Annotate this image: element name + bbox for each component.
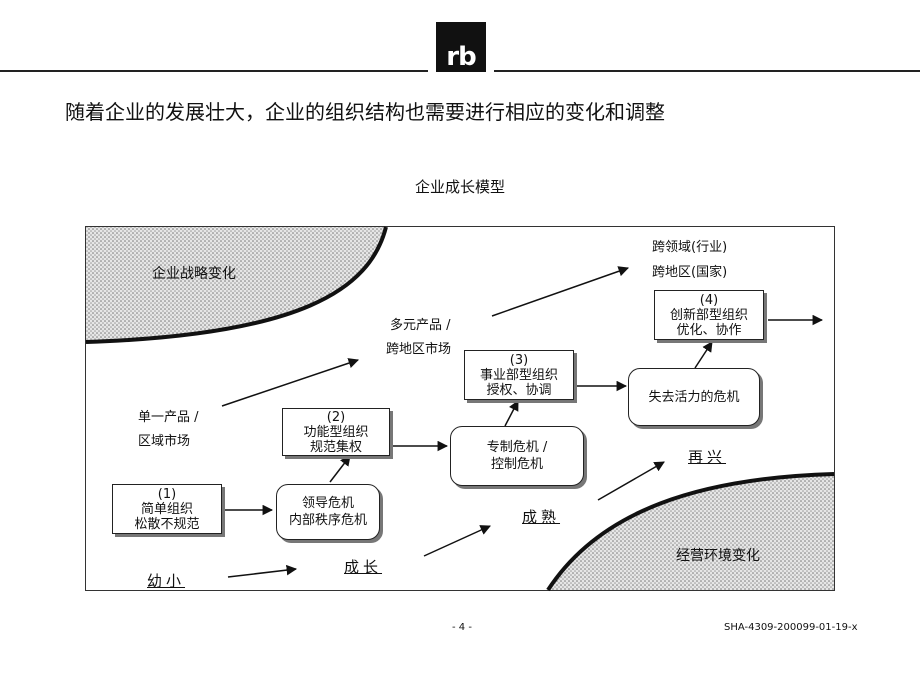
org-box-divisional-line1: 事业部型组织 [479,367,558,383]
diagram-frame [85,226,835,591]
document-id: SHA-4309-200099-01-19-x [724,622,858,633]
org-box-innovative-num: (4) [699,292,719,308]
page-number: - 4 - [452,622,472,633]
stage-maturity: 成熟 [522,508,561,526]
diagram-title: 企业成长模型 [414,178,505,196]
org-box-functional: (2) 功能型组织 规范集权 [282,408,390,456]
stage-revival: 再兴 [688,448,727,466]
org-box-innovative-line1: 创新部型组织 [669,307,748,323]
crisis-leadership: 领导危机 内部秩序危机 [276,484,380,540]
market-multi-line2: 跨地区市场 [386,342,452,357]
strategy-change-label: 企业战略变化 [152,266,236,282]
crisis-autocracy: 专制危机 / 控制危机 [450,426,584,486]
crisis-leadership-line2: 内部秩序危机 [288,513,367,528]
crisis-vitality-line1: 失去活力的危机 [648,389,740,405]
org-box-innovative: (4) 创新部型组织 优化、协作 [654,290,764,340]
org-box-simple-line2: 松散不规范 [134,516,200,532]
org-box-divisional: (3) 事业部型组织 授权、协调 [464,350,574,400]
org-box-functional-line2: 规范集权 [309,439,362,455]
header-rule-left [0,70,428,72]
org-box-divisional-num: (3) [509,352,529,368]
arrow-stage-1 [227,564,298,578]
environment-region-edge [546,472,835,592]
crisis-autocracy-line1: 专制危机 / [486,440,548,455]
market-single-line2: 区域市场 [138,434,191,449]
environment-region [548,474,834,590]
arrow-stage-2 [423,525,491,557]
arrow-market-2 [491,266,629,317]
org-box-simple-num: (1) [157,486,177,502]
arrow-crisis1-box2 [329,455,351,483]
org-box-divisional-line2: 授权、协调 [486,382,552,398]
market-cross-line2: 跨地区(国家) [652,265,728,280]
org-box-simple: (1) 简单组织 松散不规范 [112,484,222,534]
stage-infancy: 幼小 [147,572,186,590]
org-box-functional-num: (2) [326,409,346,425]
market-multi-line1: 多元产品 / [390,318,451,333]
org-box-simple-line1: 简单组织 [140,501,193,517]
environment-change-label: 经营环境变化 [676,548,760,564]
arrow-market-1 [221,358,359,407]
arrow-stage-3 [597,461,665,501]
crisis-autocracy-line2: 控制危机 [490,457,543,472]
arrow-crisis3-box4 [694,341,713,369]
org-box-innovative-line2: 优化、协作 [676,322,742,338]
company-logo: rb [436,22,486,72]
crisis-leadership-line1: 领导危机 [301,496,354,511]
strategy-region-edge [85,226,388,344]
header-rule-right [494,70,920,72]
stage-growth: 成长 [344,558,383,576]
crisis-vitality: 失去活力的危机 [628,368,760,426]
arrow-crisis2-box3 [504,400,519,427]
market-cross-line1: 跨领域(行业) [652,240,728,255]
page-heading: 随着企业的发展壮大，企业的组织结构也需要进行相应的变化和调整 [65,100,665,124]
market-single-line1: 单一产品 / [138,410,199,425]
logo-text: rb [446,42,476,72]
strategy-region [86,227,386,342]
org-box-functional-line1: 功能型组织 [303,424,369,440]
